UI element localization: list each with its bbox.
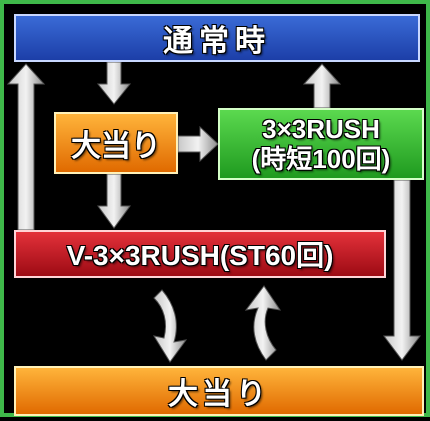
arrow-normal-to-jackpot <box>96 61 132 105</box>
normal-state-label: 通常時 <box>163 25 271 58</box>
v-rush-box: V-3×3RUSH(ST60回) <box>14 230 386 278</box>
arrow-jackpot-to-rush <box>177 125 219 163</box>
arrow-jackpot-to-vrush <box>97 173 131 229</box>
arrow-vrush-to-jackpot-curved <box>152 289 188 363</box>
jackpot-bottom-box: 大当り <box>14 366 424 416</box>
arrow-rush-to-normal <box>302 63 342 109</box>
rush-sublabel: (時短100回) <box>251 144 391 174</box>
arrow-jackpot-to-vrush-curved <box>244 285 282 361</box>
v-rush-label: V-3×3RUSH(ST60回) <box>66 240 334 271</box>
arrow-vrush-to-normal <box>6 63 46 231</box>
normal-state-box: 通常時 <box>14 14 420 62</box>
rush-box: 3×3RUSH (時短100回) <box>218 108 424 180</box>
jackpot-box: 大当り <box>54 112 178 174</box>
jackpot-bottom-label: 大当り <box>168 378 270 411</box>
flow-arrows <box>6 61 421 363</box>
jackpot-label: 大当り <box>71 130 161 163</box>
arrow-rush-to-jackpot <box>383 179 421 361</box>
rush-label: 3×3RUSH <box>262 114 380 144</box>
